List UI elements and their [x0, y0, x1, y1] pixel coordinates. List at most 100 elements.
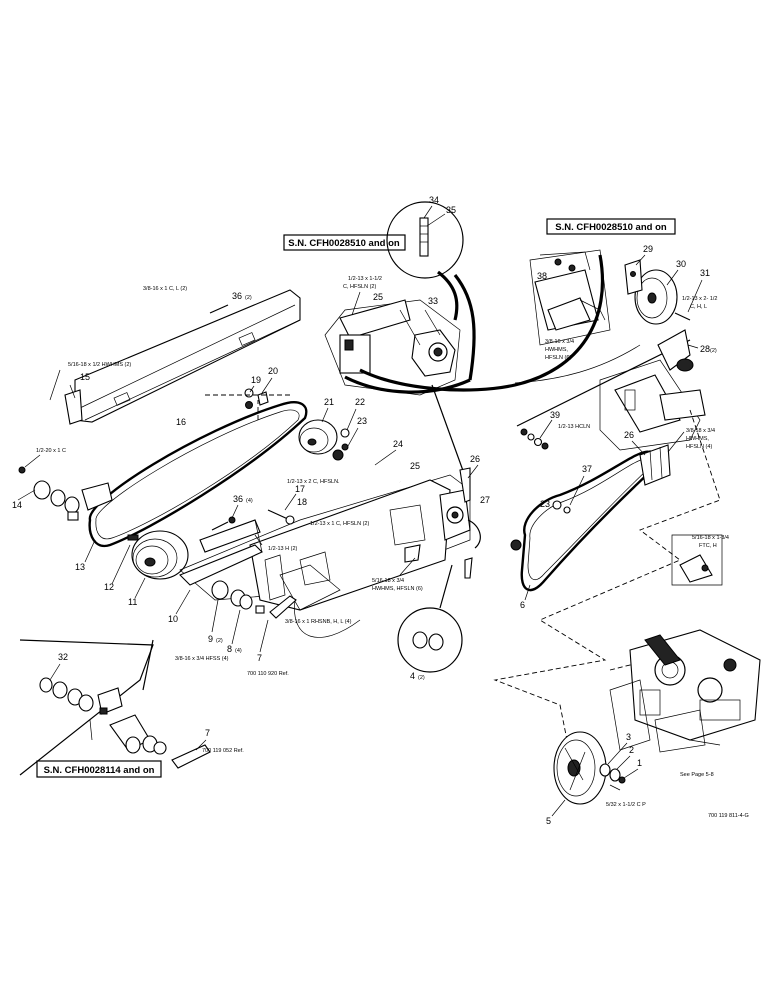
part-14: 14 — [12, 500, 22, 510]
part-30: 30 — [676, 259, 686, 269]
part-5: 5 — [546, 816, 551, 826]
part-20: 20 — [268, 366, 278, 376]
part-19: 19 — [251, 375, 261, 385]
hardware-39: 39 1/2-13 HCLN — [520, 410, 590, 450]
svg-text:3/8-18 x 3/4: 3/8-18 x 3/4 — [686, 428, 715, 434]
svg-text:C, HFSLN (2): C, HFSLN (2) — [343, 284, 376, 290]
see-page-reference: See Page 5-8 — [680, 772, 714, 778]
part-28: 28 — [700, 344, 710, 354]
part-18: 18 — [297, 497, 307, 507]
svg-text:5/16-18 x 1/2 HWHMS (2): 5/16-18 x 1/2 HWHMS (2) — [68, 362, 131, 368]
part-15: 15 — [80, 372, 90, 382]
svg-text:1/2-13 H (2): 1/2-13 H (2) — [268, 546, 298, 552]
control-rod: 28 (2) — [516, 329, 717, 427]
part-10: 10 — [168, 614, 178, 624]
svg-text:C, H, L: C, H, L — [690, 304, 707, 310]
belt-guard-shield: 15 16 5/16-18 x 1/2 HWHMS (2) 3/8-16 x 1… — [49, 286, 301, 427]
svg-text:HWHMS,: HWHMS, — [545, 347, 568, 353]
part-6: 6 — [520, 600, 525, 610]
part-8: 8 — [227, 644, 232, 654]
part-4: 4 — [410, 671, 415, 681]
drive-belt-13: 13 — [75, 401, 308, 572]
part-29: 29 — [643, 244, 653, 254]
shaft-24: 22 23 24 — [332, 397, 403, 484]
svg-text:(4): (4) — [235, 648, 242, 654]
part-35: 35 — [446, 205, 456, 215]
svg-text:700 119 052 Ref.: 700 119 052 Ref. — [202, 748, 244, 754]
part-25-center: 25 — [410, 461, 420, 471]
idler-21: 21 — [298, 397, 338, 455]
part-9: 9 — [208, 634, 213, 644]
part-7-bottom: 7 — [205, 728, 210, 738]
svg-text:3/8-16 x 3/4 HFSS (4): 3/8-16 x 3/4 HFSS (4) — [175, 656, 229, 662]
pulley-5: 3 2 1 5 5/32 x 1-1/2 C P — [546, 731, 646, 826]
svg-text:(2): (2) — [245, 295, 252, 301]
part-25-top: 25 — [373, 292, 383, 302]
part-26-center: 26 — [470, 454, 480, 464]
part-16: 16 — [176, 417, 186, 427]
svg-text:5/16-18 x 1-3/4: 5/16-18 x 1-3/4 — [692, 535, 729, 541]
pulley-11: 11 — [128, 530, 189, 607]
detail-4-inset: 4 (2) — [397, 564, 463, 681]
drawing-number: 700 119 811-4-G — [708, 813, 749, 819]
part-13: 13 — [75, 562, 85, 572]
part-36-center: 36 — [233, 494, 243, 504]
part-23-right: 23 — [540, 499, 550, 509]
transmission-gearbox — [609, 629, 761, 753]
drive-belt-6: 6 — [520, 450, 658, 610]
hardware-23-37: 37 23 — [510, 464, 592, 551]
svg-text:(2): (2) — [418, 675, 425, 681]
svg-text:S.N. CFH0028510 and on: S.N. CFH0028510 and on — [288, 238, 400, 249]
right-frame — [599, 359, 706, 451]
part-37: 37 — [582, 464, 592, 474]
svg-text:3/8-16 x 1 C, L (2): 3/8-16 x 1 C, L (2) — [143, 286, 187, 292]
svg-text:S.N. CFH0028114 and on: S.N. CFH0028114 and on — [44, 765, 155, 776]
part-38: 38 — [537, 271, 547, 281]
part-3: 3 — [626, 732, 631, 742]
bracket-subassembly-top: 25 33 1/2-13 x 1-1/2 C, HFSLN (2) — [324, 274, 476, 396]
detail-box-right: 5/16-18 x 1-3/4 FTC, H — [671, 534, 729, 586]
serial-box-top-center: S.N. CFH0028510 and on — [283, 234, 406, 251]
part-26-right: 26 — [624, 430, 634, 440]
detail-bolt-inset: 34 35 — [386, 195, 464, 321]
exploded-view-bottom-left: 32 7 700 119 052 Ref. — [19, 639, 244, 776]
hub-parts-7-8-9: 9 (2) 8 (4) 7 3/8-16 x 3/4 HFSS (4) 700 … — [175, 580, 297, 677]
svg-text:1/2-13 x 1-1/2: 1/2-13 x 1-1/2 — [348, 276, 382, 282]
part-34: 34 — [429, 195, 439, 205]
part-17: 17 — [295, 484, 305, 494]
svg-text:1/2-20 x 1 C: 1/2-20 x 1 C — [36, 448, 66, 454]
bracket-10: 10 — [168, 519, 263, 624]
part-32: 32 — [58, 652, 68, 662]
part-39: 39 — [550, 410, 560, 420]
svg-text:HWHMS, HFSLN (6): HWHMS, HFSLN (6) — [372, 586, 423, 592]
svg-text:1/2-13 x 1 C, HFSLN (2): 1/2-13 x 1 C, HFSLN (2) — [310, 521, 369, 527]
svg-text:(2): (2) — [710, 348, 717, 354]
part-36-top: 36 — [232, 291, 242, 301]
svg-text:3/8-16 x 3/4: 3/8-16 x 3/4 — [545, 339, 574, 345]
part-33: 33 — [428, 296, 438, 306]
svg-text:HFSLN (6): HFSLN (6) — [545, 355, 571, 361]
svg-text:HFSLN (4): HFSLN (4) — [686, 444, 712, 450]
part-1: 1 — [637, 758, 642, 768]
svg-text:FTC, H: FTC, H — [699, 543, 717, 549]
hardware-17-18-36: 36 (4) 17 18 1/2-13 x 2 C, HFSLN. 1/2-13… — [211, 479, 369, 552]
belt-guide-26: 26 3/8-18 x 3/4 HWHMS, HFSLN (4) — [624, 428, 715, 486]
svg-text:5/16-18 x 3/4: 5/16-18 x 3/4 — [372, 578, 404, 584]
svg-text:HWHMS,: HWHMS, — [686, 436, 709, 442]
hardware-19-20: 19 20 — [244, 366, 278, 409]
svg-text:1/2-13 HCLN: 1/2-13 HCLN — [558, 424, 590, 430]
idler-30: 29 30 31 1/2-13 x 2- 1/2 C, H, L — [624, 244, 717, 325]
serial-box-top-right: S.N. CFH0028510 and on — [546, 218, 676, 235]
part-27: 27 — [480, 495, 490, 505]
part-23-center: 23 — [357, 416, 367, 426]
part-2: 2 — [629, 745, 634, 755]
part-7-center: 7 — [257, 653, 262, 663]
svg-text:1/2-13 x 2 C, HFSLN.: 1/2-13 x 2 C, HFSLN. — [287, 479, 340, 485]
svg-text:(2): (2) — [216, 638, 223, 644]
hub-assembly-14: 14 1/2-20 x 1 C — [12, 448, 113, 521]
part-21: 21 — [324, 397, 334, 407]
right-subassembly-top: 38 3/8-16 x 3/4 HWHMS, HFSLN (6) — [529, 249, 611, 361]
part-12: 12 — [104, 582, 114, 592]
part-24: 24 — [393, 439, 403, 449]
